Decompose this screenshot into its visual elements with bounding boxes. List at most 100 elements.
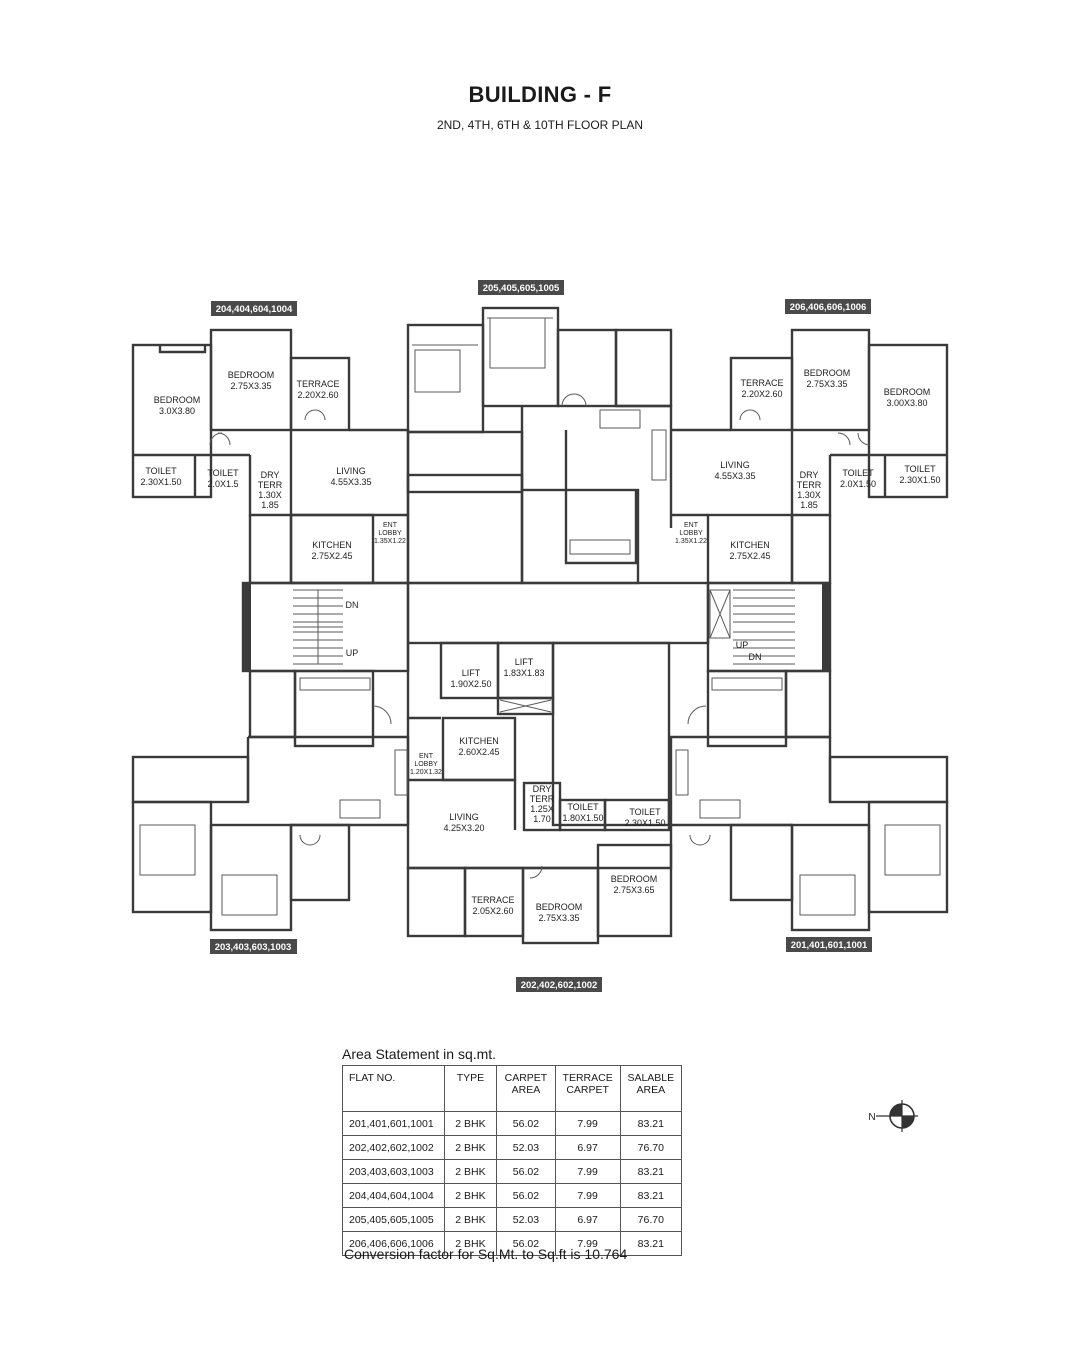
svg-text:206,406,606,1006: 206,406,606,1006: [790, 302, 867, 313]
table-row: 203,403,603,1003 2 BHK 56.02 7.99 83.21: [342, 1159, 683, 1184]
cell: 6.97: [554, 1207, 621, 1232]
cell: 76.70: [619, 1207, 683, 1232]
table-row: 202,402,602,1002 2 BHK 52.03 6.97 76.70: [342, 1135, 683, 1160]
column-header: FLAT NO.: [342, 1065, 445, 1112]
plan-title: BUILDING - F: [468, 82, 612, 107]
table-row: 201,401,601,1001 2 BHK 56.02 7.99 83.21: [342, 1111, 683, 1136]
cell: 203,403,603,1003: [342, 1159, 445, 1184]
cell: 2 BHK: [443, 1207, 498, 1232]
table-row: 205,405,605,1005 2 BHK 52.03 6.97 76.70: [342, 1207, 683, 1232]
stair-label: UP: [346, 648, 359, 658]
area-statement-table: FLAT NO. TYPE CARPET AREA TERRACE CARPET…: [342, 1065, 683, 1256]
column-header: TYPE: [443, 1065, 498, 1112]
flat-tag-bottom-right: 201,401,601,1001: [786, 937, 872, 952]
table-row: 206,406,606,1006 2 BHK 56.02 7.99 83.21: [342, 1231, 683, 1256]
cell: 52.03: [496, 1135, 556, 1160]
cell: 6.97: [554, 1135, 621, 1160]
cell: 2 BHK: [443, 1231, 498, 1256]
cell: 83.21: [619, 1183, 683, 1208]
column-header: TERRACE CARPET: [554, 1065, 621, 1112]
cell: 52.03: [496, 1207, 556, 1232]
table-header-row: FLAT NO. TYPE CARPET AREA TERRACE CARPET…: [342, 1065, 683, 1112]
flat-top-center-walls: [406, 306, 673, 585]
cell: 2 BHK: [443, 1135, 498, 1160]
flat-bottom-right-walls: [669, 669, 949, 932]
core-walls: [241, 581, 832, 827]
svg-text:202,402,602,1002: 202,402,602,1002: [521, 980, 598, 991]
conversion-note: Conversion factor for Sq.Mt. to Sq.ft is…: [344, 1246, 628, 1262]
cell: 76.70: [619, 1135, 683, 1160]
cell: 7.99: [554, 1111, 621, 1136]
cell: 56.02: [496, 1183, 556, 1208]
flat-tag-bottom-left: 203,403,603,1003: [210, 939, 297, 954]
cell: 83.21: [619, 1111, 683, 1136]
column-header: SALABLE AREA: [619, 1065, 683, 1112]
staircase-left: [293, 589, 343, 665]
cell: 56.02: [496, 1111, 556, 1136]
cell: 205,405,605,1005: [342, 1207, 445, 1232]
north-compass-icon: N: [868, 1100, 918, 1132]
stair-label: DN: [346, 600, 359, 610]
cell: 2 BHK: [443, 1183, 498, 1208]
cell: 7.99: [554, 1159, 621, 1184]
cell: 2 BHK: [443, 1111, 498, 1136]
cell: 202,402,602,1002: [342, 1135, 445, 1160]
stair-label: UP: [736, 640, 749, 650]
flat-tag-bottom-center: 202,402,602,1002: [516, 977, 602, 992]
staircase-right: [709, 589, 795, 665]
cell: 2 BHK: [443, 1159, 498, 1184]
cell: 56.02: [496, 1159, 556, 1184]
door-swings: [209, 393, 871, 879]
cell: 206,406,606,1006: [342, 1231, 445, 1256]
flat-bottom-center-walls: [406, 643, 673, 945]
svg-text:203,403,603,1003: 203,403,603,1003: [215, 942, 292, 953]
flat-bottom-left-walls: [131, 669, 410, 932]
svg-text:201,401,601,1001: 201,401,601,1001: [791, 940, 868, 951]
furniture-icons: [139, 317, 941, 916]
column-header: CARPET AREA: [496, 1065, 556, 1112]
svg-text:205,405,605,1005: 205,405,605,1005: [483, 283, 560, 294]
cell: 7.99: [554, 1231, 621, 1256]
flat-tag-top-right: 206,406,606,1006: [785, 299, 871, 314]
cell: 201,401,601,1001: [342, 1111, 445, 1136]
flat-top-left-walls: [131, 328, 410, 585]
area-statement-title: Area Statement in sq.mt.: [342, 1046, 497, 1062]
cell: 204,404,604,1004: [342, 1183, 445, 1208]
svg-text:204,404,604,1004: 204,404,604,1004: [216, 304, 293, 315]
cell: 83.21: [619, 1159, 683, 1184]
flat-tag-top-left: 204,404,604,1004: [211, 301, 297, 316]
compass-north-label: N: [868, 1112, 875, 1123]
cell: 7.99: [554, 1183, 621, 1208]
flat-tag-top-center: 205,405,605,1005: [478, 280, 564, 295]
